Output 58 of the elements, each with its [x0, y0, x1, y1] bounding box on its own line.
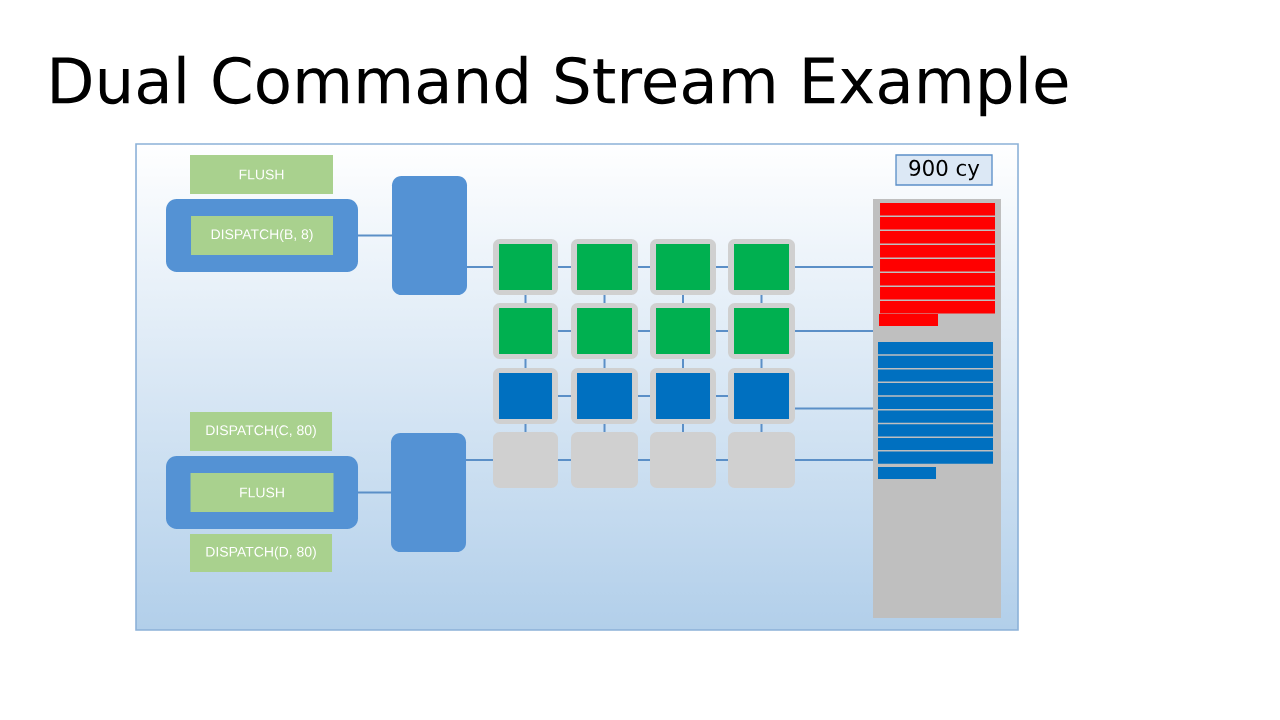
connector-line: [357, 234, 393, 237]
connector-line: [682, 423, 684, 433]
connector-line: [760, 294, 763, 304]
compute-unit-box: [728, 368, 795, 424]
compute-unit-box: [728, 432, 795, 488]
connector-line: [715, 459, 729, 461]
command-box: DISPATCH(C, 80): [190, 412, 332, 451]
connector-line: [794, 266, 874, 268]
compute-unit-box: [728, 239, 795, 295]
command-box: FLUSH: [190, 473, 334, 512]
compute-unit-box: [571, 432, 638, 488]
connector-line: [465, 459, 494, 461]
compute-unit-box: [493, 368, 558, 424]
command-box: DISPATCH(D, 80): [190, 534, 332, 572]
command-box: FLUSH: [190, 155, 333, 194]
connector-line: [715, 266, 729, 268]
compute-unit-box: [650, 239, 716, 295]
compute-unit-box: [493, 239, 558, 295]
scheduler-box: [392, 176, 467, 295]
connector-line: [760, 423, 763, 433]
compute-unit-box: [493, 432, 558, 488]
connector-line: [682, 294, 684, 304]
connector-line: [557, 330, 572, 332]
compute-unit-box: [493, 303, 558, 359]
connector-line: [637, 266, 651, 268]
connector-line: [637, 459, 651, 461]
compute-unit-box: [571, 303, 638, 359]
command-box: DISPATCH(B, 8): [191, 216, 333, 255]
timeline-drawing: [873, 199, 1001, 618]
connector-line: [794, 330, 874, 332]
compute-unit-box: [571, 239, 638, 295]
compute-unit-box: [650, 368, 716, 424]
connector-line: [637, 395, 651, 397]
connector-line: [715, 395, 729, 397]
connector-line: [524, 294, 527, 304]
connector-line: [557, 459, 572, 461]
compute-unit-box: [571, 368, 638, 424]
connector-line: [715, 330, 729, 332]
connector-line: [524, 423, 527, 433]
compute-unit-box: [728, 303, 795, 359]
connector-line: [557, 266, 572, 268]
connector-line: [557, 395, 572, 397]
connector-line: [682, 358, 684, 369]
connector-line: [466, 266, 494, 268]
compute-unit-box: [650, 432, 716, 488]
slide-title: Dual Command Stream Example: [52, 55, 1068, 117]
connector-line: [357, 491, 392, 494]
connector-line: [760, 358, 763, 369]
cycle-count-box: 900 cy: [895, 154, 993, 186]
scheduler-box: [391, 433, 466, 552]
connector-line: [794, 407, 874, 410]
connector-line: [603, 294, 606, 304]
connector-line: [524, 358, 527, 369]
connector-line: [637, 330, 651, 332]
connector-line: [603, 358, 606, 369]
connector-line: [794, 459, 874, 461]
compute-unit-box: [650, 303, 716, 359]
connector-line: [603, 423, 606, 433]
